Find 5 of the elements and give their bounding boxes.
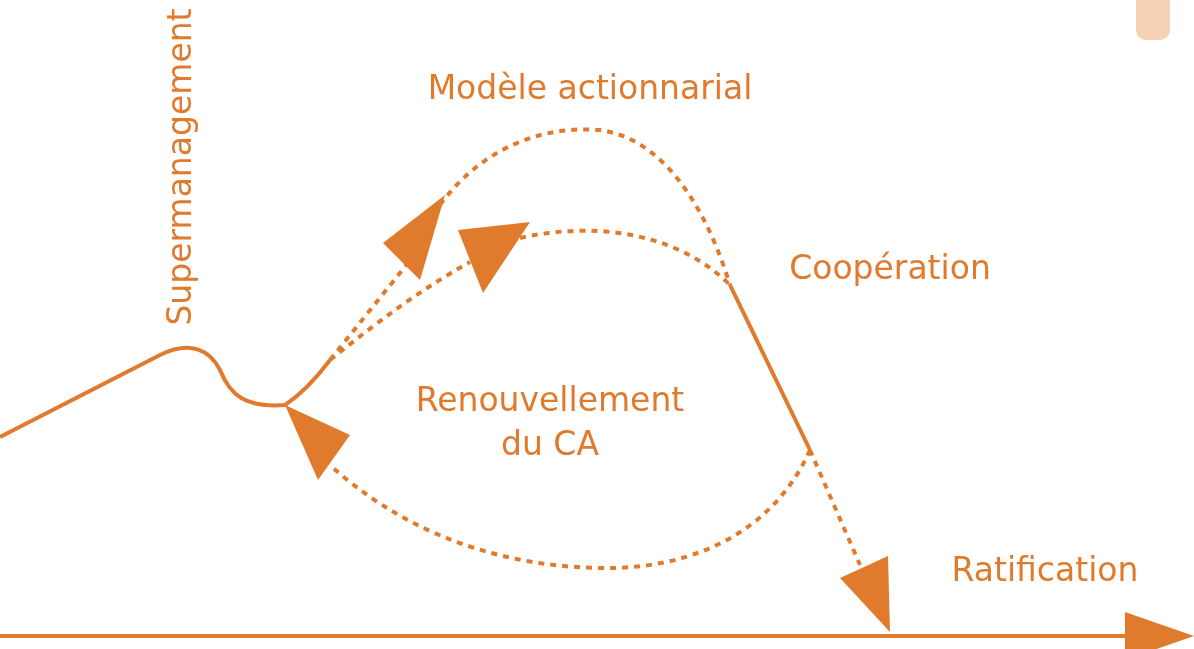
phase-label: Ratification bbox=[950, 549, 1140, 591]
phase-label: Supermanagement bbox=[159, 7, 200, 327]
phase-label: Modèle actionnarial bbox=[426, 67, 754, 109]
phase-label: Renouvellement du CA bbox=[414, 379, 686, 465]
phase-label: Coopération bbox=[788, 247, 992, 289]
